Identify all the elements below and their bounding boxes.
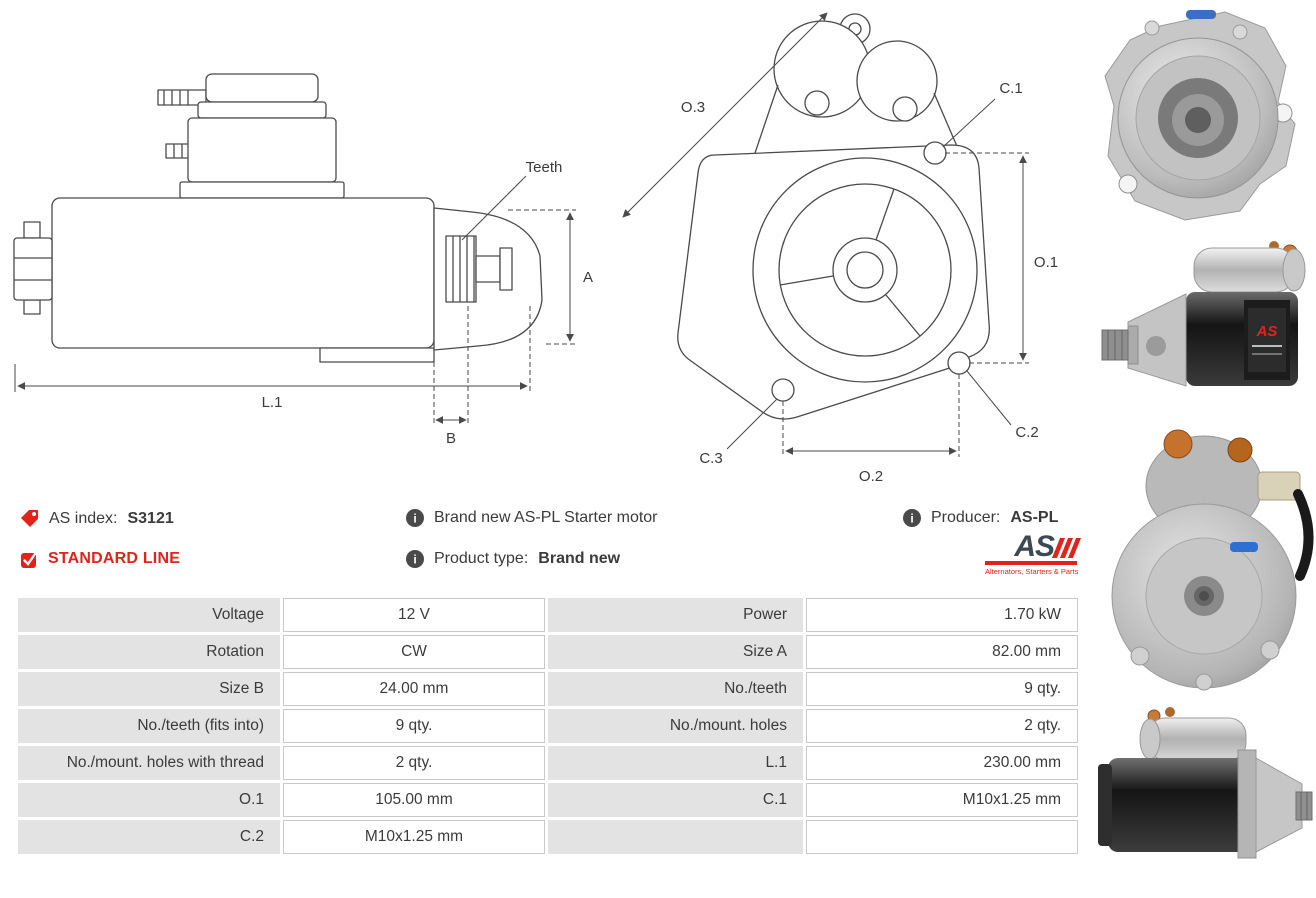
- checkbox-checked-icon: [21, 551, 38, 568]
- tag-icon: [21, 510, 38, 527]
- svg-text:i: i: [910, 512, 913, 526]
- wire: [1293, 489, 1314, 581]
- as-index-label: AS index:: [49, 509, 118, 527]
- motor-body: [51, 197, 435, 349]
- dim-label-c1: C.1: [999, 80, 1022, 97]
- spec-value: 82.00 mm: [806, 635, 1078, 669]
- spec-value: [806, 820, 1078, 854]
- spec-value: M10x1.25 mm: [283, 820, 545, 854]
- spec-label: O.1: [18, 783, 280, 817]
- spec-value: 2 qty.: [283, 746, 545, 780]
- paint-mark: [1230, 542, 1258, 552]
- as-pl-logo-tagline: Alternators, Starters & Parts: [985, 567, 1079, 576]
- spec-value: 24.00 mm: [283, 672, 545, 706]
- svg-text:i: i: [413, 553, 416, 567]
- spec-label: Rotation: [18, 635, 280, 669]
- producer-value: AS-PL: [1010, 509, 1059, 526]
- standard-line-badge: STANDARD LINE: [20, 550, 180, 568]
- dim-label-l1: L.1: [262, 394, 283, 411]
- solenoid-cap: [205, 73, 319, 103]
- as-pl-logo-text: AS: [1014, 530, 1055, 563]
- info-icon: i: [406, 509, 424, 527]
- dim-label-teeth: Teeth: [526, 159, 563, 176]
- mount-hole-c1: [923, 141, 947, 165]
- as-label-sticker: AS: [1256, 323, 1278, 340]
- dim-label-c2: C.2: [1015, 424, 1038, 441]
- dim-label-a: A: [583, 269, 593, 286]
- spec-value: 230.00 mm: [806, 746, 1078, 780]
- as-index: AS index: S3121: [20, 509, 174, 528]
- spec-label: Power: [548, 598, 803, 632]
- spec-label: L.1: [548, 746, 803, 780]
- dim-label-o2: O.2: [859, 468, 883, 485]
- spec-label: No./teeth (fits into): [18, 709, 280, 743]
- spec-label: C.2: [18, 820, 280, 854]
- dim-label-o1: O.1: [1034, 254, 1058, 271]
- spec-label: C.1: [548, 783, 803, 817]
- spec-value: CW: [283, 635, 545, 669]
- spec-value: 12 V: [283, 598, 545, 632]
- spec-value: M10x1.25 mm: [806, 783, 1078, 817]
- as-index-value: S3121: [127, 509, 174, 527]
- rear-plug: [13, 237, 53, 301]
- spec-label: Size A: [548, 635, 803, 669]
- product-type-label: Product type:: [434, 550, 529, 567]
- spec-label: [548, 820, 803, 854]
- mount-hole-c3: [771, 378, 795, 402]
- product-photo-side: AS: [1094, 236, 1312, 416]
- product-photo-angled: [1090, 704, 1314, 894]
- info-icon: i: [406, 550, 424, 568]
- brand-new-text: Brand new AS-PL Starter motor: [434, 509, 658, 526]
- standard-line-label: STANDARD LINE: [48, 550, 181, 567]
- spec-value: 9 qty.: [806, 672, 1078, 706]
- product-photo-front-face: [1090, 6, 1312, 228]
- solenoid-body: [187, 117, 337, 183]
- dim-label-o3: O.3: [681, 99, 705, 116]
- spec-value: 1.70 kW: [806, 598, 1078, 632]
- dim-label-c3: C.3: [699, 450, 722, 467]
- paint-mark: [1186, 10, 1216, 19]
- connector-plug: [1257, 471, 1301, 501]
- as-pl-logo-stripes: [1051, 538, 1082, 560]
- product-type-value: Brand new: [538, 550, 621, 567]
- spec-label: No./mount. holes with thread: [18, 746, 280, 780]
- as-pl-logo-underline: [985, 561, 1077, 565]
- spec-value: 9 qty.: [283, 709, 545, 743]
- brand-new-note: i Brand new AS-PL Starter motor: [406, 509, 658, 527]
- spec-label: Voltage: [18, 598, 280, 632]
- mount-hole-c2: [947, 351, 971, 375]
- spec-value: 105.00 mm: [283, 783, 545, 817]
- producer-label: Producer:: [931, 509, 1001, 526]
- info-icon: i: [903, 509, 921, 527]
- spec-label: Size B: [18, 672, 280, 706]
- producer: i Producer: AS-PL: [903, 509, 1058, 527]
- shaft-center: [846, 251, 884, 289]
- svg-text:i: i: [413, 512, 416, 526]
- pinion-gear: [445, 235, 477, 303]
- as-pl-logo: AS Alternators, Starters & Parts: [985, 530, 1082, 576]
- technical-drawing-front-view: O.3 C.1 O.1 O.2 C.3 C.2: [622, 12, 1058, 485]
- spec-table: Voltage 12 V Power 1.70 kW Rotation CW S…: [18, 598, 1078, 854]
- spec-label: No./teeth: [548, 672, 803, 706]
- dim-label-b: B: [446, 430, 456, 447]
- product-type: i Product type: Brand new: [406, 550, 620, 568]
- spec-value: 2 qty.: [806, 709, 1078, 743]
- spec-label: No./mount. holes: [548, 709, 803, 743]
- product-photo-rear: [1092, 424, 1314, 696]
- technical-drawing-side-view: Teeth A L.1 B: [13, 73, 593, 447]
